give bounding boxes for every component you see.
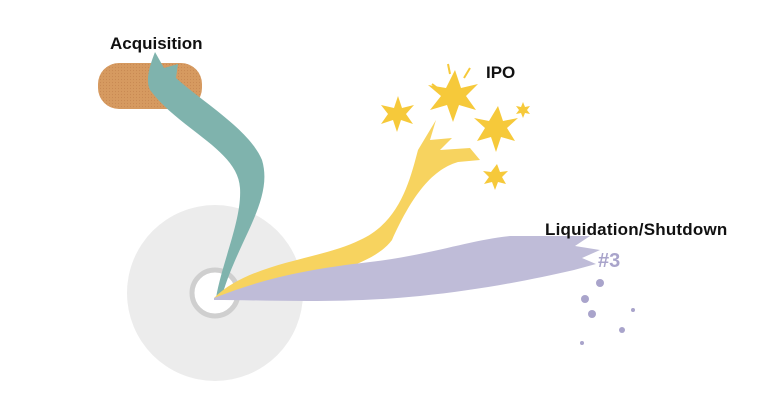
liquidation-label: Liquidation/Shutdown xyxy=(545,220,728,239)
ipo-star xyxy=(483,164,508,190)
ipo-star xyxy=(474,106,518,152)
liquidation-stream xyxy=(214,236,600,301)
liquidation-particle xyxy=(596,279,604,287)
liquidation-particle xyxy=(581,295,589,303)
liquidation-particle xyxy=(619,327,625,333)
acquisition-label: Acquisition xyxy=(110,34,203,53)
liquidation-particle xyxy=(631,308,635,312)
liquidation-number-label: #3 xyxy=(598,250,621,272)
acquisition-stream xyxy=(147,52,265,298)
ipo-star xyxy=(381,96,414,132)
ipo-spark-line xyxy=(463,67,471,79)
liquidation-particle xyxy=(588,310,596,318)
ipo-star xyxy=(428,70,478,122)
liquidation-particle xyxy=(580,341,584,345)
ipo-label: IPO xyxy=(486,63,516,82)
ipo-spark-line xyxy=(431,83,441,91)
ipo-stream xyxy=(214,120,480,298)
ipo-star xyxy=(516,102,530,118)
ipo-spark-line xyxy=(447,63,451,75)
